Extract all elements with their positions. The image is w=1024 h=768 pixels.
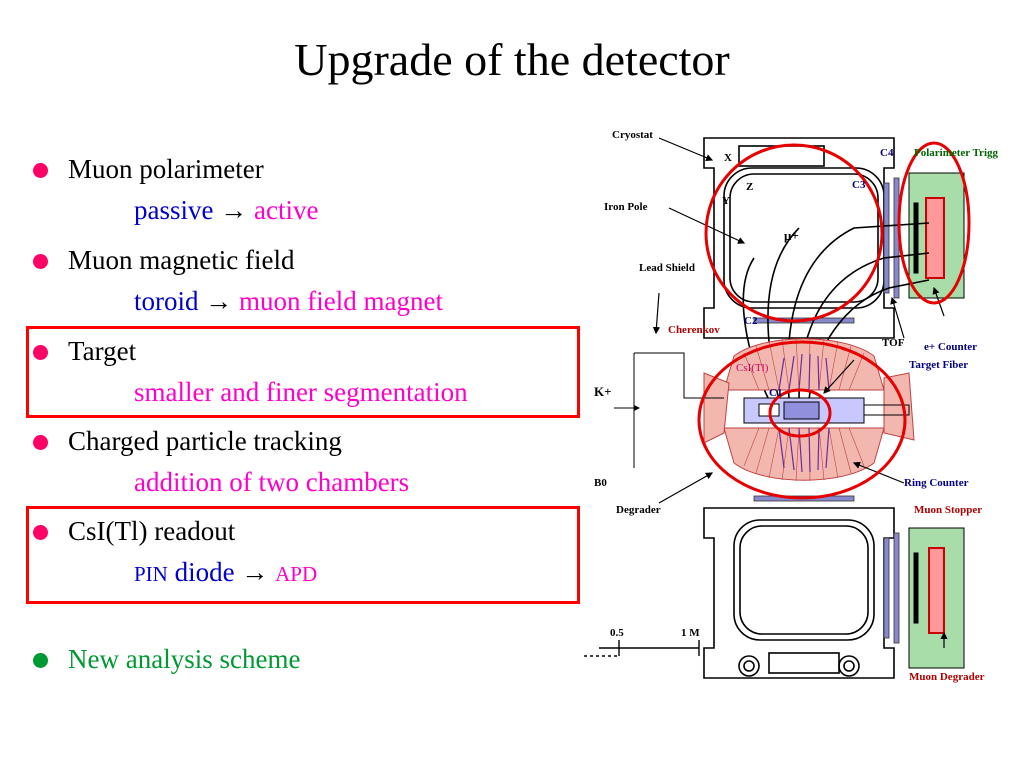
label-x: X xyxy=(724,152,732,164)
detail-new: APD xyxy=(275,562,318,586)
detail-old: toroid xyxy=(134,286,199,316)
item-heading: Target xyxy=(68,336,137,366)
label-degrader: Degrader xyxy=(616,504,661,516)
item-detail: addition of two chambers xyxy=(134,465,409,499)
page-title: Upgrade of the detector xyxy=(294,34,730,85)
label-z: Z xyxy=(746,181,753,193)
detail-old: passive xyxy=(134,195,214,225)
detail-arrow: → xyxy=(213,195,254,225)
item-detail: passive → active xyxy=(134,193,318,227)
item-heading: Muon polarimeter xyxy=(68,154,264,184)
label-tof: TOF xyxy=(882,337,905,349)
item-heading: Charged particle tracking xyxy=(68,426,342,456)
detector-diagram: Cryostat X Z Y Iron Pole Lead Shield Che… xyxy=(584,129,998,683)
label-scale-1m: 1 M xyxy=(681,627,700,639)
lower-magnet xyxy=(703,507,895,679)
label-c1: C1 xyxy=(769,387,782,399)
bullet-icon xyxy=(33,525,48,540)
label-target-fiber: Target Fiber xyxy=(909,359,968,371)
detail-old-small: PIN xyxy=(134,562,168,586)
highlight-box xyxy=(26,506,580,604)
item-heading: New analysis scheme xyxy=(68,644,301,674)
label-cherenkov: Cherenkov xyxy=(668,324,720,336)
item-heading: Muon magnetic field xyxy=(68,245,295,275)
item-heading: CsI(Tl) readout xyxy=(68,516,236,546)
label-polarimeter-trigger: Polarimeter Trigg xyxy=(914,147,998,159)
detail-new: active xyxy=(253,195,319,225)
detail-old: diode xyxy=(167,557,235,587)
scale-bar xyxy=(584,640,700,657)
bullet-icon xyxy=(33,254,48,269)
highlight-ellipses xyxy=(697,141,971,500)
label-c2: C2 xyxy=(744,315,758,327)
detail-new: smaller and finer segmentation xyxy=(134,377,468,407)
label-csi: CsI(Tl) xyxy=(736,362,769,374)
detail-arrow: → xyxy=(234,557,276,587)
label-e-counter: e+ Counter xyxy=(924,341,977,353)
bullet-icon xyxy=(33,163,48,178)
label-mu-plus: μ+ xyxy=(784,228,799,243)
label-c4: C4 xyxy=(880,147,894,159)
label-y: Y xyxy=(722,195,730,207)
label-b0: B0 xyxy=(594,477,607,489)
label-c3: C3 xyxy=(852,179,866,191)
detail-new: muon field magnet xyxy=(239,286,443,316)
bullet-icon xyxy=(33,345,48,360)
item-detail: toroid → muon field magnet xyxy=(134,284,443,318)
label-kplus: K+ xyxy=(594,384,612,399)
item-detail: PIN diode → APD xyxy=(134,555,317,591)
label-lead-shield: Lead Shield xyxy=(639,262,695,274)
highlight-box xyxy=(26,326,580,418)
label-cryostat: Cryostat xyxy=(612,129,653,141)
label-iron-pole: Iron Pole xyxy=(604,201,648,213)
csi-calorimeter xyxy=(703,337,915,482)
item-detail: smaller and finer segmentation xyxy=(134,375,468,409)
bullet-icon xyxy=(33,435,48,450)
label-muon-stopper: Muon Stopper xyxy=(914,504,982,516)
label-ring-counter: Ring Counter xyxy=(904,477,969,489)
label-muon-degrader: Muon Degrader xyxy=(909,671,985,683)
bullet-icon xyxy=(33,653,48,668)
detail-new: addition of two chambers xyxy=(134,467,410,497)
label-scale-05: 0.5 xyxy=(610,627,624,639)
detail-arrow: → xyxy=(198,286,239,316)
muon-polarimeter xyxy=(908,172,965,669)
